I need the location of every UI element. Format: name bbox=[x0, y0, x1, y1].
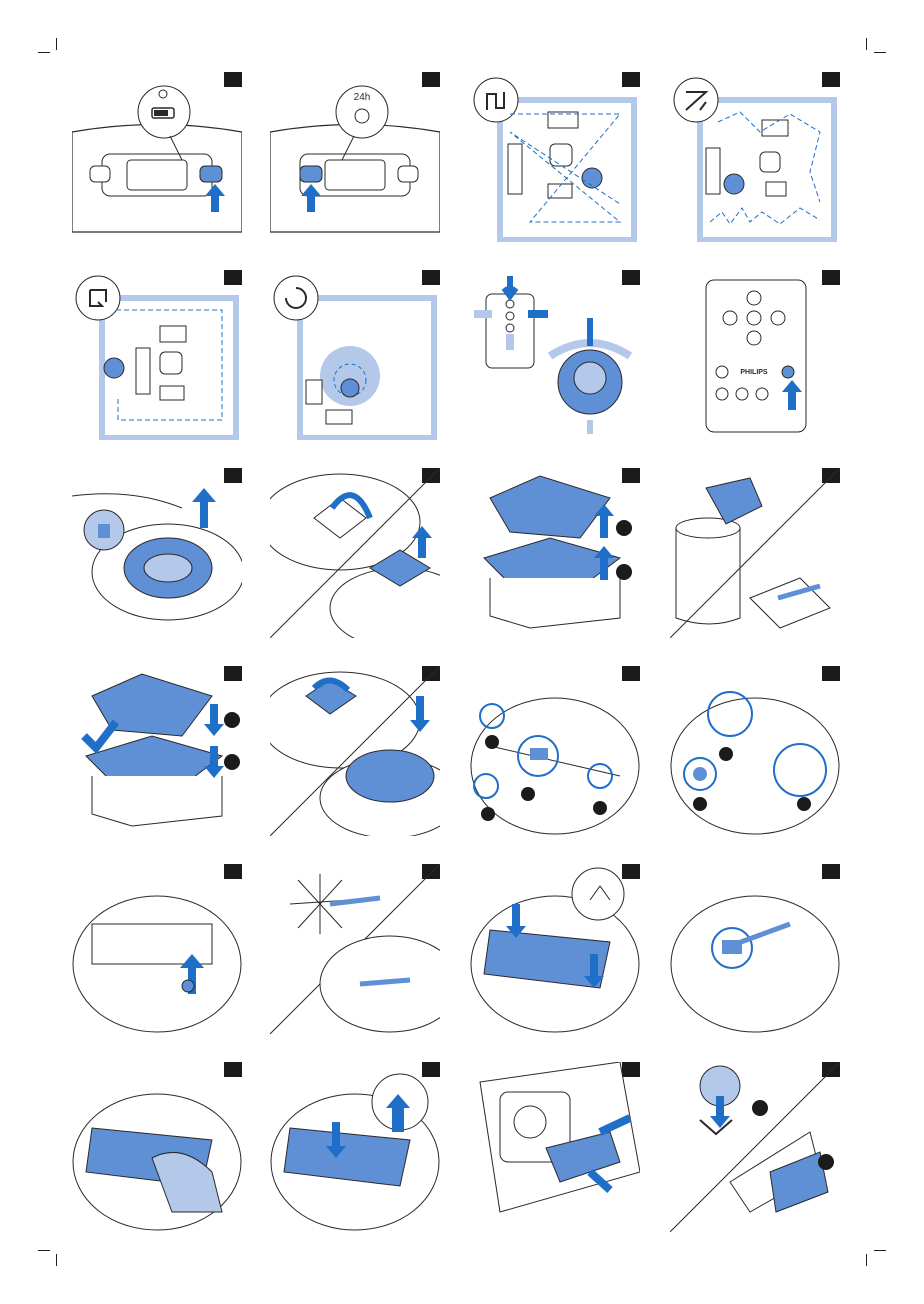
step-panel-23 bbox=[470, 1062, 640, 1232]
empty-and-brush-filter-illustration bbox=[670, 468, 840, 638]
step-panel-3 bbox=[470, 72, 640, 242]
random-pattern-illustration bbox=[470, 72, 640, 242]
clean-side-brush-illustration bbox=[270, 864, 440, 1034]
step-panel-24 bbox=[670, 1062, 840, 1232]
insert-dust-container-illustration bbox=[270, 666, 440, 836]
step-panel-13 bbox=[72, 666, 242, 836]
step-panel-20 bbox=[670, 864, 840, 1034]
step-panel-14 bbox=[270, 666, 440, 836]
crop-mark bbox=[38, 52, 50, 53]
step-panel-22 bbox=[270, 1062, 440, 1232]
clean-brush-illustration bbox=[670, 864, 840, 1034]
crop-mark bbox=[866, 1254, 867, 1266]
crop-mark bbox=[56, 1254, 57, 1266]
clean-wheels-illustration bbox=[670, 666, 840, 836]
robot-front-clock-illustration: 24h bbox=[270, 72, 440, 242]
step-panel-9 bbox=[72, 468, 242, 638]
remote-direction-illustration bbox=[470, 270, 640, 440]
replace-coin-battery-illustration bbox=[670, 1062, 840, 1232]
step-panel-17 bbox=[72, 864, 242, 1034]
remove-brush-cover-illustration bbox=[470, 864, 640, 1034]
crop-mark bbox=[866, 38, 867, 50]
step-panel-16 bbox=[670, 666, 840, 836]
separate-filter-illustration bbox=[470, 468, 640, 638]
step-panel-15 bbox=[470, 666, 640, 836]
step-panel-10 bbox=[270, 468, 440, 638]
lift-handle-illustration bbox=[270, 468, 440, 638]
clean-sensors-illustration bbox=[470, 666, 640, 836]
remote-battery-cover-illustration bbox=[470, 1062, 640, 1232]
step-panel-19 bbox=[470, 864, 640, 1034]
remove-dust-container-illustration bbox=[72, 468, 242, 638]
step-panel-18 bbox=[270, 864, 440, 1034]
crop-mark bbox=[56, 38, 57, 50]
robot-front-power-illustration bbox=[72, 72, 242, 242]
reassemble-filter-illustration bbox=[72, 666, 242, 836]
step-panel-6 bbox=[270, 270, 440, 440]
refit-brush-cover-illustration bbox=[270, 1062, 440, 1232]
zigzag-pattern-illustration bbox=[670, 72, 840, 242]
step-panel-11 bbox=[470, 468, 640, 638]
step-panel-4 bbox=[670, 72, 840, 242]
step-panel-1 bbox=[72, 72, 242, 242]
remote-control-illustration: PHILIPS bbox=[670, 270, 840, 440]
step-panel-2: 24h bbox=[270, 72, 440, 242]
step-panel-12 bbox=[670, 468, 840, 638]
step-panel-7 bbox=[470, 270, 640, 440]
step-panel-21 bbox=[72, 1062, 242, 1232]
spot-pattern-illustration bbox=[270, 270, 440, 440]
crop-mark bbox=[874, 52, 886, 53]
remove-side-brush-illustration bbox=[72, 864, 242, 1034]
crop-mark bbox=[874, 1250, 886, 1251]
brand-label: PHILIPS bbox=[740, 369, 768, 376]
crop-mark bbox=[38, 1250, 50, 1251]
wipe-brush-area-illustration bbox=[72, 1062, 242, 1232]
wall-follow-pattern-illustration bbox=[72, 270, 242, 440]
step-panel-5 bbox=[72, 270, 242, 440]
clock-label: 24h bbox=[354, 92, 371, 103]
step-panel-8: PHILIPS bbox=[670, 270, 840, 440]
